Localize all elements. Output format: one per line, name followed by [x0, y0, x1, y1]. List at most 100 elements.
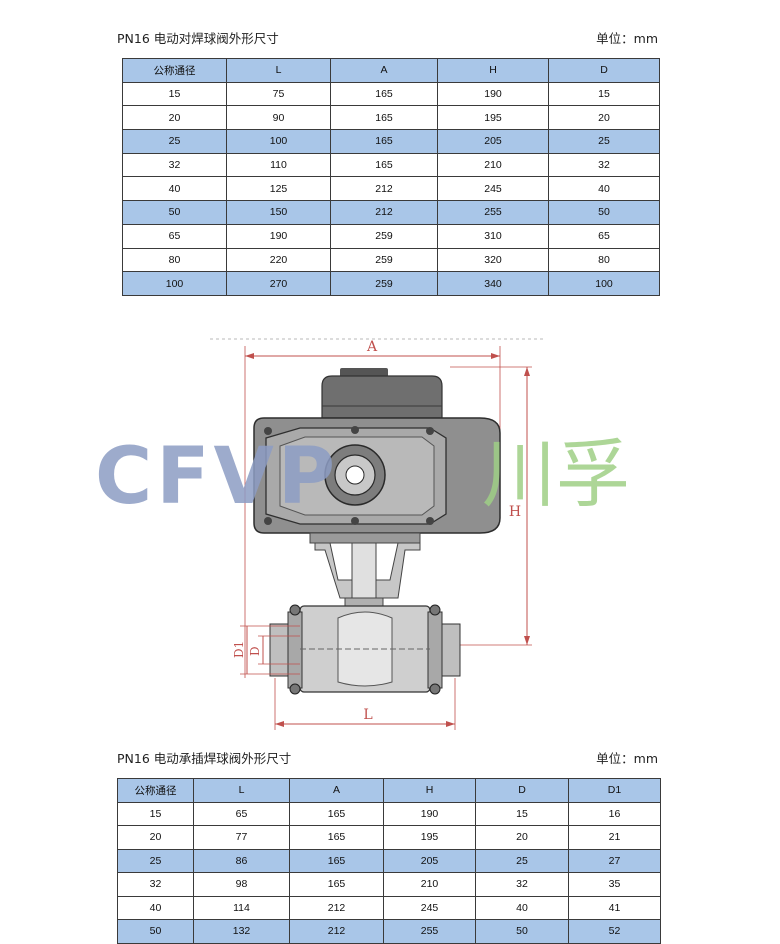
dimension-h: H	[450, 366, 532, 646]
table1-cell: 195	[437, 105, 549, 131]
valve-body	[269, 604, 461, 695]
table2-cell: 86	[193, 848, 290, 873]
table1-unit: 单位：mm	[596, 31, 658, 46]
table2-cell: 205	[383, 848, 476, 873]
table1-cell: 75	[226, 81, 331, 107]
table2-cell: 65	[193, 801, 290, 826]
table1-cell: 259	[330, 247, 438, 273]
dimension-d-d1: D1 D	[232, 625, 300, 675]
table1-cell: 320	[437, 247, 549, 273]
table1-header-cell: L	[226, 58, 331, 83]
table1-cell: 25	[548, 129, 660, 154]
table1-cell: 165	[330, 152, 438, 178]
table2-cell: 32	[117, 872, 194, 897]
table1-cell: 270	[226, 271, 331, 296]
watermark-latin: CFVP	[95, 432, 339, 522]
table1-header-cell: A	[330, 58, 438, 83]
table1-cell: 205	[437, 129, 549, 154]
table2-header-cell: H	[383, 778, 476, 803]
table2-cell: 190	[383, 801, 476, 826]
table2-cell: 98	[193, 872, 290, 897]
table2-cell: 32	[475, 872, 569, 897]
table2-cell: 165	[289, 825, 384, 850]
table1-cell: 310	[437, 223, 549, 249]
table2-cell: 27	[568, 848, 661, 873]
table1-cell: 100	[226, 129, 331, 154]
table2-cell: 50	[475, 919, 569, 944]
table1-cell: 220	[226, 247, 331, 273]
table1-cell: 40	[122, 176, 227, 202]
table2-header-row: 公称通径 L A H D D1	[117, 778, 661, 803]
table1-cell: 210	[437, 152, 549, 178]
table2-cell: 16	[568, 801, 661, 826]
table2-header-cell: D1	[568, 778, 661, 803]
table1-cell: 259	[330, 223, 438, 249]
table2-cell: 195	[383, 825, 476, 850]
table2-cell: 77	[193, 825, 290, 850]
table1-cell: 50	[122, 200, 227, 225]
table2-cell: 165	[289, 848, 384, 873]
table2-cell: 132	[193, 919, 290, 944]
table1-cell: 165	[330, 105, 438, 131]
table1-cell: 212	[330, 176, 438, 202]
table1-cell: 20	[122, 105, 227, 131]
table1-cell: 15	[548, 81, 660, 107]
dimension-l-label: L	[363, 707, 372, 723]
dimension-d-label: D	[248, 646, 262, 656]
table2-cell: 52	[568, 919, 661, 944]
table1-cell: 165	[330, 129, 438, 154]
table2-cell: 41	[568, 895, 661, 920]
table1-cell: 259	[330, 271, 438, 296]
table2-header-cell: 公称通径	[117, 778, 194, 803]
table2-cell: 25	[475, 848, 569, 873]
table1-cell: 32	[122, 152, 227, 178]
table1-cell: 80	[548, 247, 660, 273]
table2-cell: 25	[117, 848, 194, 873]
table1-cell: 20	[548, 105, 660, 131]
dimension-a-label: A	[366, 339, 378, 355]
table1-cell: 90	[226, 105, 331, 131]
table1-title: PN16 电动对焊球阀外形尺寸	[117, 31, 279, 46]
table1-cell: 15	[122, 81, 227, 107]
table2-cell: 212	[289, 895, 384, 920]
table1-cell: 190	[437, 81, 549, 107]
stem-bracket	[309, 532, 421, 607]
table2-cell: 245	[383, 895, 476, 920]
table2-unit: 单位：mm	[596, 751, 658, 766]
table1-cell: 32	[548, 152, 660, 178]
table2-cell: 35	[568, 872, 661, 897]
actuator	[253, 368, 501, 534]
watermark-cjk: 川孚	[482, 432, 630, 518]
table2-cell: 255	[383, 919, 476, 944]
table2-cell: 20	[475, 825, 569, 850]
dimension-l: L	[274, 678, 456, 730]
table2-cell: 210	[383, 872, 476, 897]
table2-cell: 15	[475, 801, 569, 826]
table1-cell: 125	[226, 176, 331, 202]
table1-cell: 245	[437, 176, 549, 202]
table1-header-cell: H	[437, 58, 549, 83]
table1-cell: 65	[122, 223, 227, 249]
table2-header-cell: D	[475, 778, 569, 803]
table2-cell: 50	[117, 919, 194, 944]
table2-cell: 40	[117, 895, 194, 920]
table1-cell: 50	[548, 200, 660, 225]
table2-title: PN16 电动承插焊球阀外形尺寸	[117, 751, 292, 766]
table1-header-row: 公称通径 L A H D	[122, 58, 660, 83]
table1-cell: 150	[226, 200, 331, 225]
